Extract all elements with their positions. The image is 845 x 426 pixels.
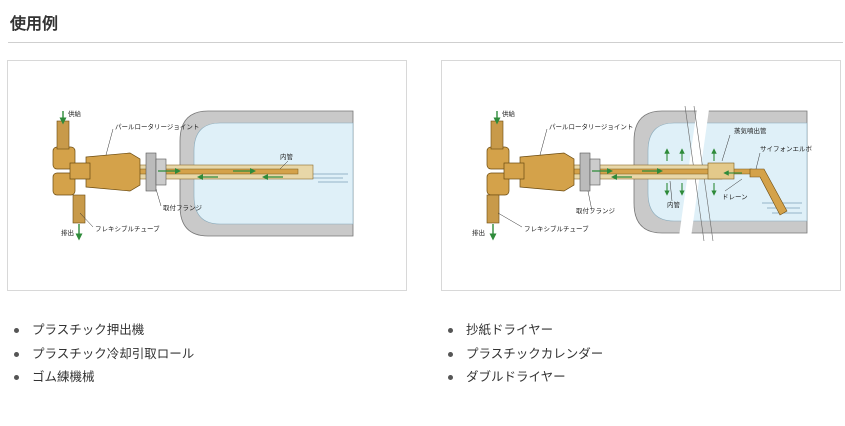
rotary-joint-diagram-right: 供給 パールロータリージョイント 蒸気噴出管 サイフォンエルボ 内管 ドレーン … (472, 105, 813, 242)
diagram-panel-right: 供給 パールロータリージョイント 蒸気噴出管 サイフォンエルボ 内管 ドレーン … (441, 60, 841, 291)
label-discharge: 排出 (472, 228, 485, 237)
rotary-joint-body (519, 152, 575, 192)
label-discharge: 排出 (61, 228, 74, 237)
list-item: 抄紙ドライヤー (442, 318, 603, 342)
use-list-right: 抄紙ドライヤー プラスチックカレンダー ダブルドライヤー (442, 318, 603, 389)
steam-nozzle (707, 162, 735, 180)
list-item: プラスチック押出機 (8, 318, 194, 342)
rotary-joint-diagram-left: 供給 パールロータリージョイント 内管 取付フランジ 排出 フレキシブルチューブ (52, 109, 354, 241)
supply-hose (56, 120, 70, 150)
label-flange: 取付フランジ (163, 203, 203, 212)
label-hose: フレキシブルチューブ (95, 224, 160, 233)
siphon-elbow (749, 168, 788, 216)
flange-collar (589, 158, 601, 186)
flange (145, 152, 157, 192)
list-item: プラスチック冷却引取ロール (8, 342, 194, 366)
list-item: ダブルドライヤー (442, 365, 603, 389)
label-siphon-elbow: サイフォンエルボ (760, 145, 813, 153)
discharge-hose (486, 194, 500, 224)
title-divider (8, 42, 843, 43)
label-rotary-joint: パールロータリージョイント (115, 122, 199, 131)
label-supply: 供給 (502, 109, 516, 118)
label-hose: フレキシブルチューブ (524, 224, 589, 233)
list-item: ゴム練機械 (8, 365, 194, 389)
discharge-elbow (52, 172, 76, 196)
discharge-hose (72, 194, 86, 224)
label-inner-pipe: 内管 (667, 200, 681, 209)
rotary-joint-body (85, 152, 141, 192)
use-list-left: プラスチック押出機 プラスチック冷却引取ロール ゴム練機械 (8, 318, 194, 389)
label-inner-pipe: 内管 (280, 152, 294, 161)
diagram-panel-left: 供給 パールロータリージョイント 内管 取付フランジ 排出 フレキシブルチューブ (7, 60, 407, 291)
supply-hose (490, 120, 504, 150)
label-steam-pipe: 蒸気噴出管 (734, 126, 767, 135)
label-drain: ドレーン (722, 193, 748, 201)
list-item: プラスチックカレンダー (442, 342, 603, 366)
label-supply: 供給 (68, 109, 82, 118)
label-flange: 取付フランジ (576, 206, 616, 215)
label-rotary-joint: パールロータリージョイント (549, 122, 633, 131)
page-title: 使用例 (10, 14, 59, 33)
flange-collar (155, 158, 167, 186)
flange (579, 152, 591, 192)
